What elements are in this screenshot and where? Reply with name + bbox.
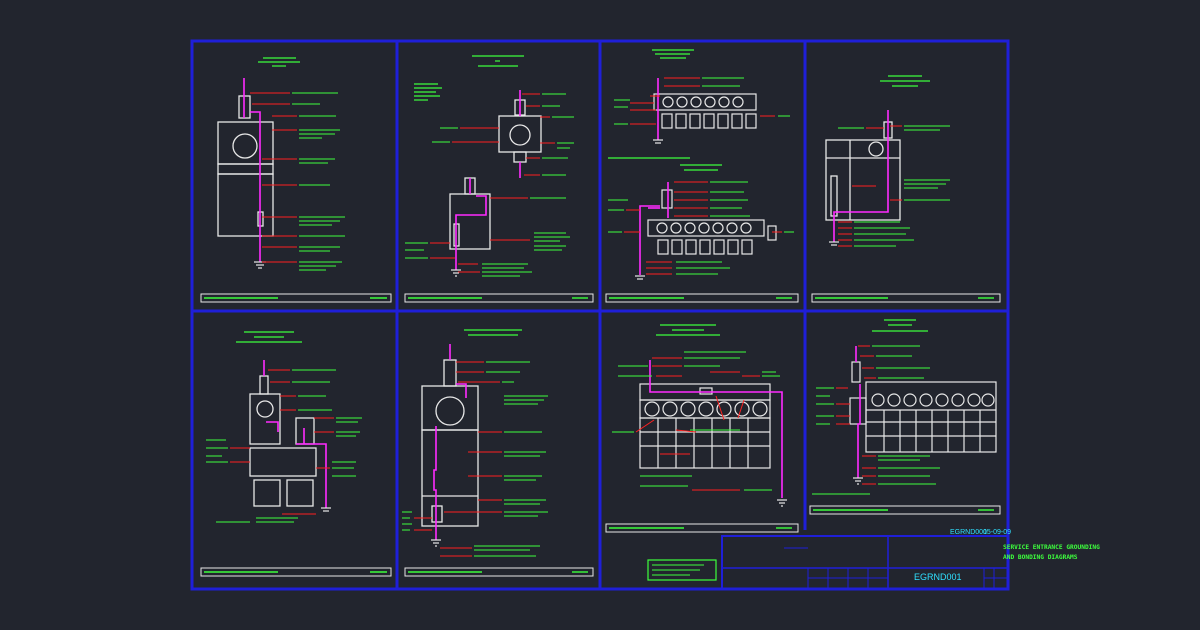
drawing-number-stamp: EGRND001: [950, 529, 987, 536]
panel-6-meter-main-detail: [402, 329, 594, 577]
panel-1-meter-detail: [200, 57, 392, 303]
notes-box: [647, 559, 717, 581]
panel-8-panelboard-detail: [809, 319, 1001, 515]
drawing-date-stamp: 05-09-09: [983, 529, 1011, 536]
panel-4-service-disconnect-detail: [811, 75, 1001, 303]
panel-5-meter-transformer-detail: [200, 331, 392, 577]
title-block-number: EGRND001: [914, 572, 962, 582]
panel-3-multi-meter-detail: [605, 49, 799, 303]
title-block: [721, 535, 1009, 590]
panel-7-switchboard-detail: [605, 324, 799, 533]
drawing-title-line-2: AND BONDING DIAGRAMS: [1003, 554, 1078, 561]
drawing-title-line-1: SERVICE ENTRANCE GROUNDING: [1003, 544, 1100, 551]
panel-2-meter-panel-detail: [404, 55, 594, 303]
